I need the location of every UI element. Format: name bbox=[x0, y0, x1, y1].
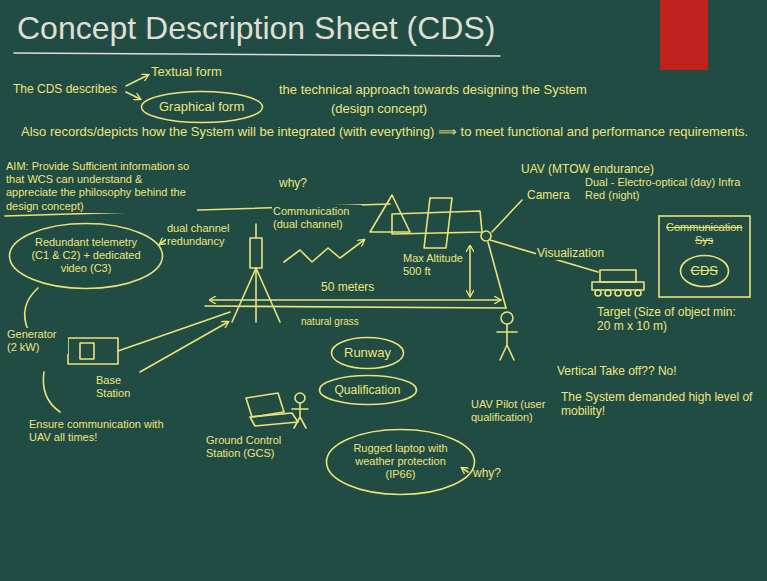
node-text: Runway bbox=[344, 345, 391, 361]
chalk-note: Communication (dual channel) bbox=[272, 205, 362, 231]
chalk-note: why? bbox=[472, 466, 502, 480]
chalk-note: Base Station bbox=[95, 374, 152, 400]
node-text: Qualification bbox=[335, 383, 401, 397]
text-group: Rugged laptop with weather protection (I… bbox=[347, 442, 455, 482]
circled-note: CDS bbox=[679, 254, 730, 288]
slide-title: Concept Description Sheet (CDS) bbox=[16, 10, 496, 47]
chalk-note: Max Altitude 500 ft bbox=[402, 252, 466, 278]
chalk-note: Camera bbox=[526, 188, 571, 202]
chalk-note: natural grass bbox=[300, 316, 360, 328]
text-group: Qualification bbox=[335, 383, 401, 397]
node-text: Redundant telemetry (C1 & C2) + dedicate… bbox=[30, 236, 142, 276]
node-text: Sys bbox=[666, 234, 742, 247]
chalk-note: Generator (2 kW) bbox=[6, 328, 68, 354]
node-text: CDS bbox=[691, 263, 718, 279]
circled-note: Runway bbox=[330, 336, 405, 370]
chalk-note: Also records/depicts how the System will… bbox=[20, 124, 749, 140]
chalk-note: AIM: Provide Sufficient information so t… bbox=[5, 160, 197, 213]
chalk-note: The System demanded high level of mobili… bbox=[560, 390, 757, 419]
chalk-note: Visualization bbox=[536, 246, 605, 260]
chalk-note: dual channel redundancy bbox=[166, 222, 246, 248]
node-text: Communication bbox=[666, 221, 742, 234]
text-group: Graphical form bbox=[159, 99, 244, 115]
note-box: CommunicationSysCDS bbox=[658, 215, 751, 298]
chalk-note: the technical approach towards designing… bbox=[278, 82, 588, 98]
chalk-note: Textual form bbox=[150, 64, 223, 80]
circled-note: Qualification bbox=[318, 374, 418, 406]
chalk-note: 50 meters bbox=[320, 280, 375, 294]
chalk-note: why? bbox=[278, 176, 308, 190]
circled-note: Graphical form bbox=[140, 90, 264, 124]
text-group: Redundant telemetry (C1 & C2) + dedicate… bbox=[30, 236, 142, 276]
chalk-note: (design concept) bbox=[330, 101, 428, 117]
chalk-note: Target (Size of object min: 20 m x 10 m) bbox=[596, 305, 748, 334]
node-text: Graphical form bbox=[159, 99, 244, 115]
chalk-note: Ensure communication with UAV all times! bbox=[28, 418, 180, 444]
text-group: CommunicationSys bbox=[666, 221, 742, 247]
chalk-note: The CDS describes bbox=[12, 82, 118, 96]
circled-note: Redundant telemetry (C1 & C2) + dedicate… bbox=[8, 222, 164, 290]
chalk-note: Ground Control Station (GCS) bbox=[205, 434, 317, 460]
chalk-note: Dual - Electro-optical (day) Infra Red (… bbox=[584, 176, 761, 202]
chalk-note: UAV Pilot (user qualification) bbox=[470, 398, 550, 424]
text-group: Runway bbox=[344, 345, 391, 361]
red-tab bbox=[660, 0, 708, 70]
chalk-note: UAV (MTOW endurance) bbox=[520, 162, 655, 176]
circled-note: Rugged laptop with weather protection (I… bbox=[325, 428, 476, 496]
node-text: Rugged laptop with weather protection (I… bbox=[347, 442, 455, 482]
text-group: CDS bbox=[691, 263, 718, 279]
chalk-note: Vertical Take off?? No! bbox=[556, 364, 678, 378]
